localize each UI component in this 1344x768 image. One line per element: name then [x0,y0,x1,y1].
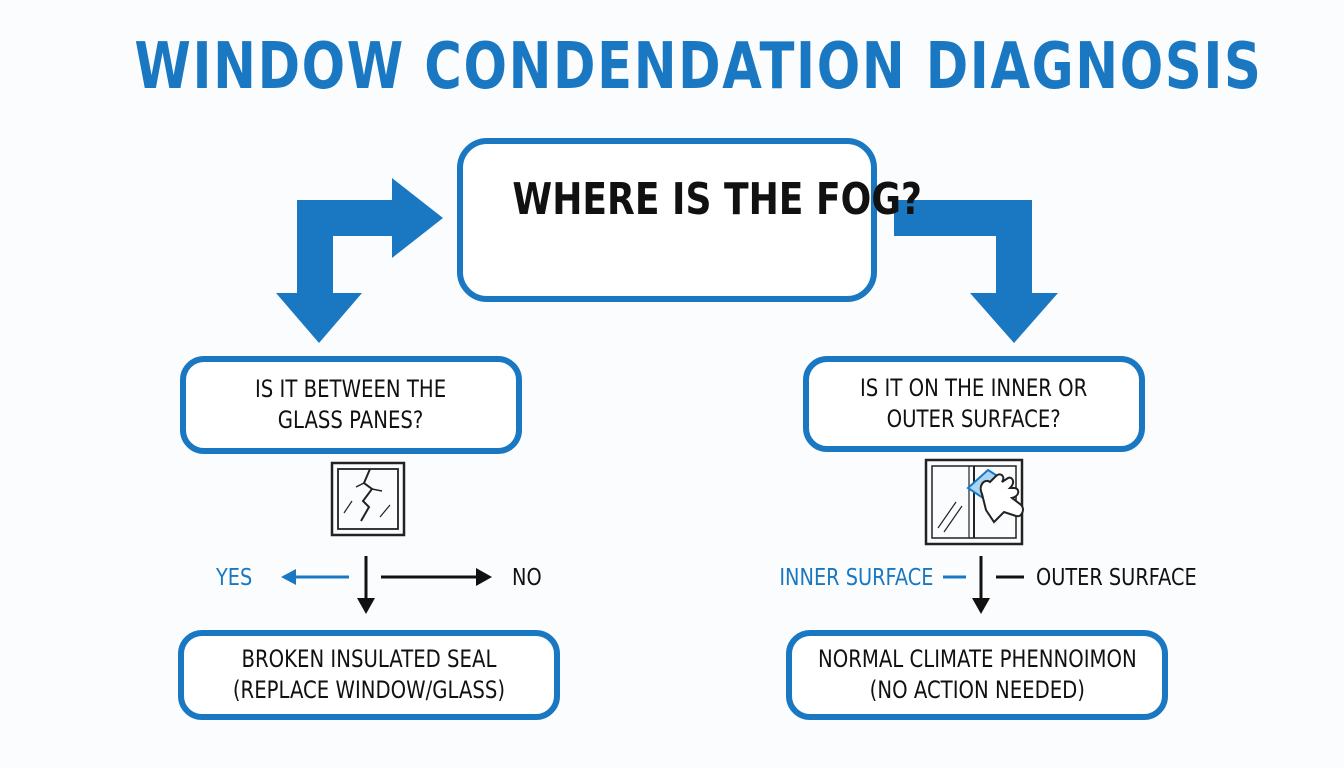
right-result-line2: (NO ACTION NEEDED) [869,676,1085,704]
left-result-line1: BROKEN INSULATED SEAL [241,645,497,673]
right-question-text: IS IT ON THE INNER OR OUTER SURFACE? [860,373,1087,435]
right-result-box: NORMAL CLIMATE PHENNOIMON (NO ACTION NEE… [786,630,1168,720]
left-elbow-arrow [276,178,443,343]
left-result-text: BROKEN INSULATED SEAL (REPLACE WINDOW/GL… [233,644,505,706]
outer-surface-label: OUTER SURFACE [1036,565,1197,591]
diagram-title: WINDOW CONDENDATION DIAGNOSIS [134,30,1263,104]
hand-wiping-window-icon [924,458,1024,546]
right-elbow-arrow [894,200,1058,343]
right-result-text: NORMAL CLIMATE PHENNOIMON (NO ACTION NEE… [818,644,1137,706]
root-question-text: WHERE IS THE FOG? [512,174,922,225]
right-question-line1: IS IT ON THE INNER OR [860,374,1088,402]
right-result-line1: NORMAL CLIMATE PHENNOIMON [817,645,1137,673]
left-down-arrowhead [357,598,375,614]
left-question-line1: IS IT BETWEEN THE [255,375,447,403]
right-question-line2: OUTER SURFACE? [886,405,1062,433]
inner-surface-label: INNER SURFACE [778,565,933,591]
right-down-arrowhead [972,598,990,614]
cracked-window-icon [330,461,406,537]
right-question-box: IS IT ON THE INNER OR OUTER SURFACE? [803,356,1145,452]
left-question-line2: GLASS PANES? [278,406,424,434]
yes-arrowhead [281,569,296,585]
left-question-box: IS IT BETWEEN THE GLASS PANES? [180,356,522,454]
left-result-box: BROKEN INSULATED SEAL (REPLACE WINDOW/GL… [178,630,560,720]
left-question-text: IS IT BETWEEN THE GLASS PANES? [255,374,446,436]
no-label: NO [512,565,542,591]
yes-label: YES [216,565,253,591]
left-result-line2: (REPLACE WINDOW/GLASS) [232,676,506,704]
no-arrowhead [476,568,492,586]
root-question-box [457,138,877,302]
